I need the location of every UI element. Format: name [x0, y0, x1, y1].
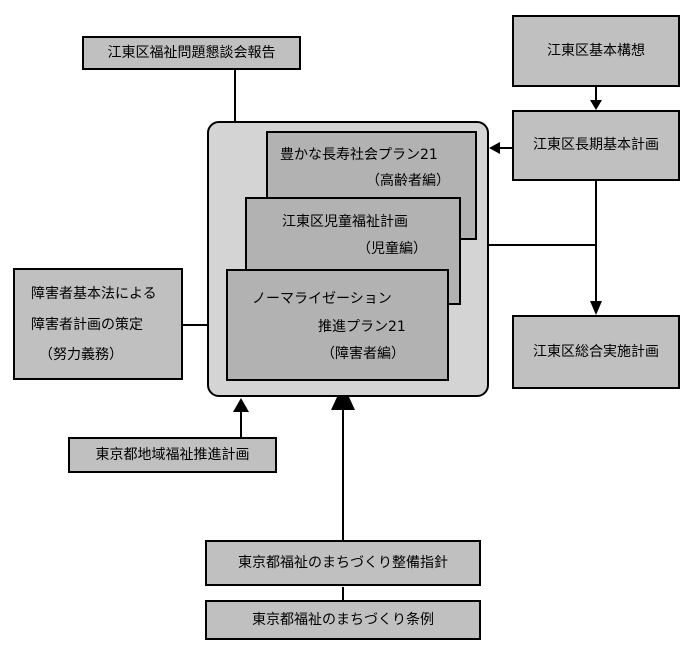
normalization-plan-subtitle: 推進プラン21 — [318, 319, 406, 335]
normalization-plan-box: ノーマライゼーション 推進プラン21 （障害者編） — [226, 269, 449, 381]
tokyo-welfare-plan-box: 東京都地域福祉推進計画 — [68, 437, 277, 473]
disability-law-line3: （努力義務） — [39, 347, 123, 363]
disability-law-line1: 障害者基本法による — [31, 286, 157, 302]
tokyo-guideline-label: 東京都福祉のまちづくり整備指針 — [238, 554, 448, 571]
elderly-plan-subtitle: （高齢者編） — [366, 173, 450, 189]
long-term-plan-box: 江東区長期基本計画 — [512, 110, 680, 181]
forum-report-box: 江東区福祉問題懇談会報告 — [82, 36, 301, 70]
basic-concept-label: 江東区基本構想 — [547, 42, 645, 59]
child-plan-subtitle: （児童編） — [357, 241, 427, 257]
tokyo-guideline-box: 東京都福祉のまちづくり整備指針 — [205, 540, 481, 586]
tokyo-ordinance-box: 東京都福祉のまちづくり条例 — [205, 600, 481, 640]
normalization-plan-title: ノーマライゼーション — [252, 291, 392, 307]
long-term-plan-label: 江東区長期基本計画 — [533, 137, 659, 154]
child-plan-title: 江東区児童福祉計画 — [282, 214, 408, 230]
comprehensive-plan-label: 江東区総合実施計画 — [533, 343, 659, 360]
forum-report-label: 江東区福祉問題懇談会報告 — [107, 44, 276, 61]
basic-concept-box: 江東区基本構想 — [512, 15, 680, 87]
normalization-plan-note: （障害者編） — [321, 346, 405, 362]
tokyo-welfare-plan-label: 東京都地域福祉推進計画 — [95, 446, 250, 463]
disability-law-box: 障害者基本法による 障害者計画の策定 （努力義務） — [13, 268, 183, 380]
tokyo-ordinance-label: 東京都福祉のまちづくり条例 — [252, 611, 434, 628]
comprehensive-plan-box: 江東区総合実施計画 — [512, 315, 680, 389]
disability-law-line2: 障害者計画の策定 — [31, 317, 143, 333]
elderly-plan-title: 豊かな長寿社会プラン21 — [280, 147, 438, 163]
